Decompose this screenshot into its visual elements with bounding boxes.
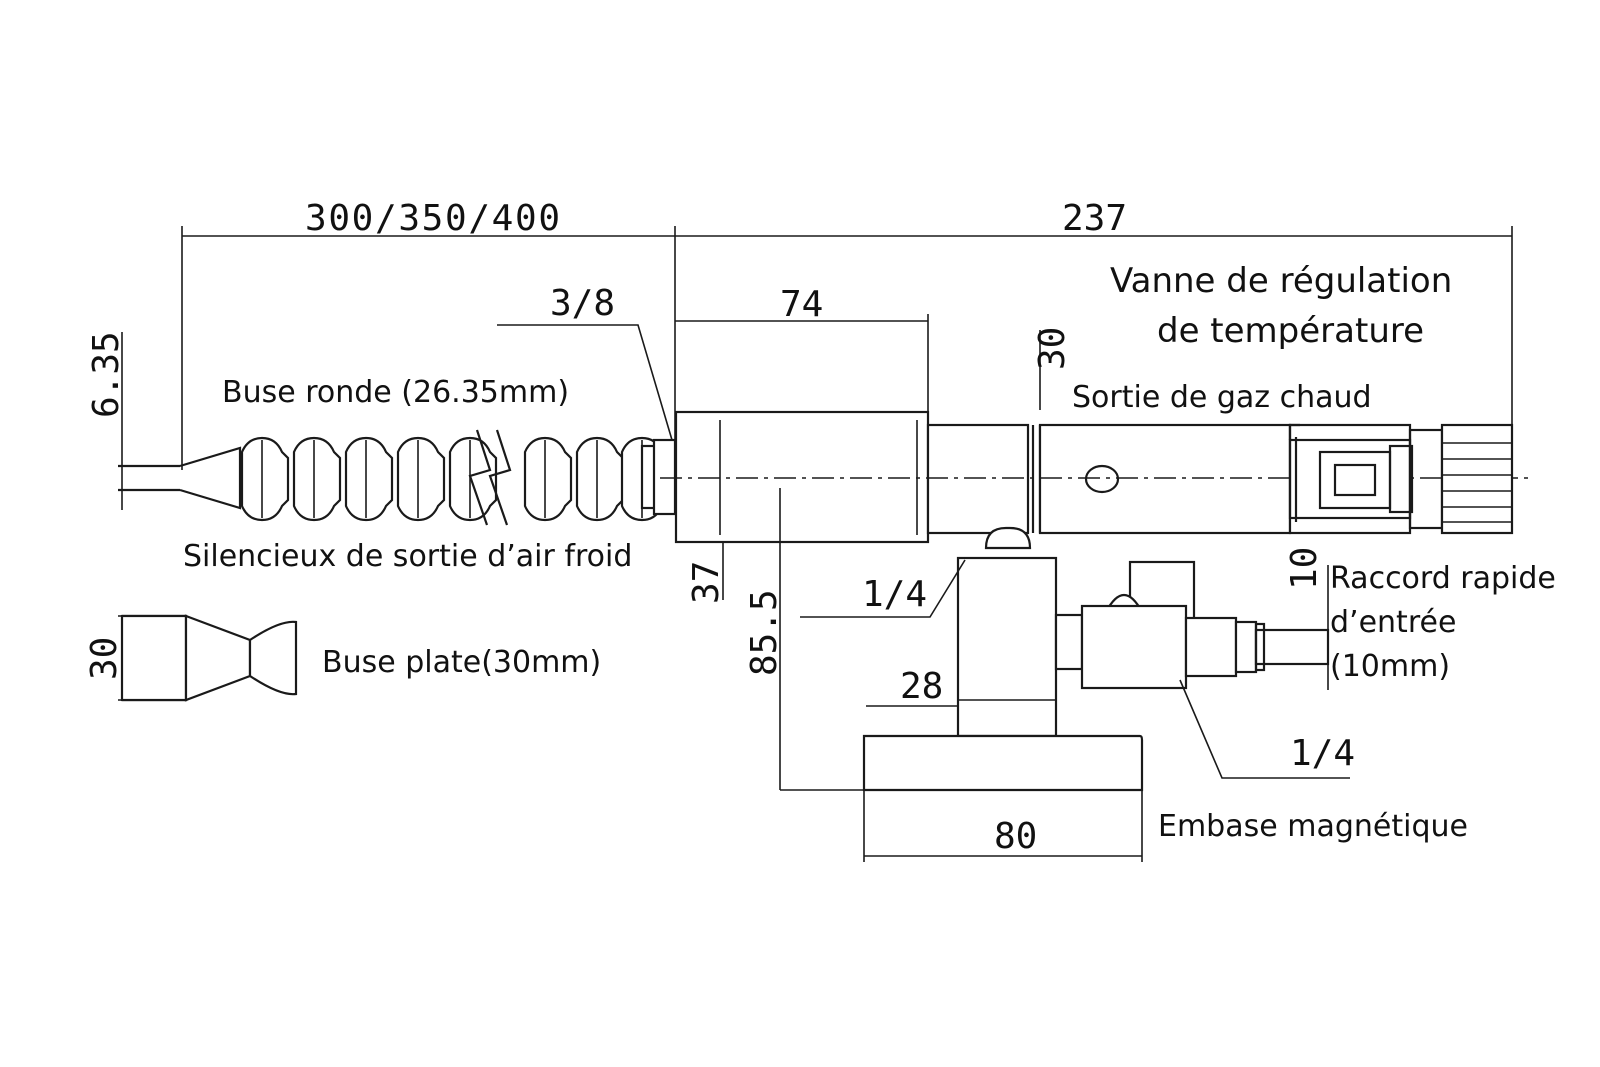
temperature-valve [1288,423,1514,535]
hot-tube [660,423,1530,535]
dim-flat-width: 30 [84,637,125,680]
hose-segment [292,436,342,522]
dim-body-length: 74 [780,284,823,325]
stand-assembly [862,526,1330,792]
hose-segment [523,436,573,522]
dim-nozzle-diameter: 6.35 [86,331,127,418]
flat-nozzle [118,614,298,702]
hose-segment [344,436,394,522]
dim-base-width: 80 [994,816,1037,857]
label-valve-line2: de température [1157,311,1424,351]
label-inlet-line1: Raccord rapide [1330,561,1556,596]
label-valve-line1: Vanne de régulation [1110,261,1452,301]
dimension-lines-top [181,226,1513,470]
hose-segment [448,436,498,522]
dim-stand-width: 28 [900,666,943,707]
vortex-body [674,410,930,790]
flexible-hose [118,429,677,526]
label-silencer: Silencieux de sortie d’air froid [183,539,632,574]
label-inlet-line3: (10mm) [1330,649,1450,684]
label-flat-nozzle: Buse plate(30mm) [322,645,601,680]
label-round-nozzle: Buse ronde (26.35mm) [222,375,569,410]
dim-port-cold: 3/8 [550,283,615,324]
dim-inlet-diameter: 10 [1284,547,1325,590]
hose-segment [240,436,290,522]
dim-total-height: 85.5 [744,589,785,676]
dim-hose-length: 300/350/400 [305,198,560,239]
dim-body-height: 37 [686,561,727,604]
hose-segment [396,436,446,522]
dim-valve-height: 30 [1032,327,1073,370]
hose-segment [575,436,625,522]
dim-port-mid: 1/4 [862,574,927,615]
label-hot-outlet: Sortie de gaz chaud [1072,380,1372,415]
dimension-lines-bottom [722,542,1350,862]
label-base: Embase magnétique [1158,809,1468,844]
label-inlet-line2: d’entrée [1330,605,1456,640]
dim-total-length: 237 [1062,198,1127,239]
dim-port-inlet: 1/4 [1290,733,1355,774]
